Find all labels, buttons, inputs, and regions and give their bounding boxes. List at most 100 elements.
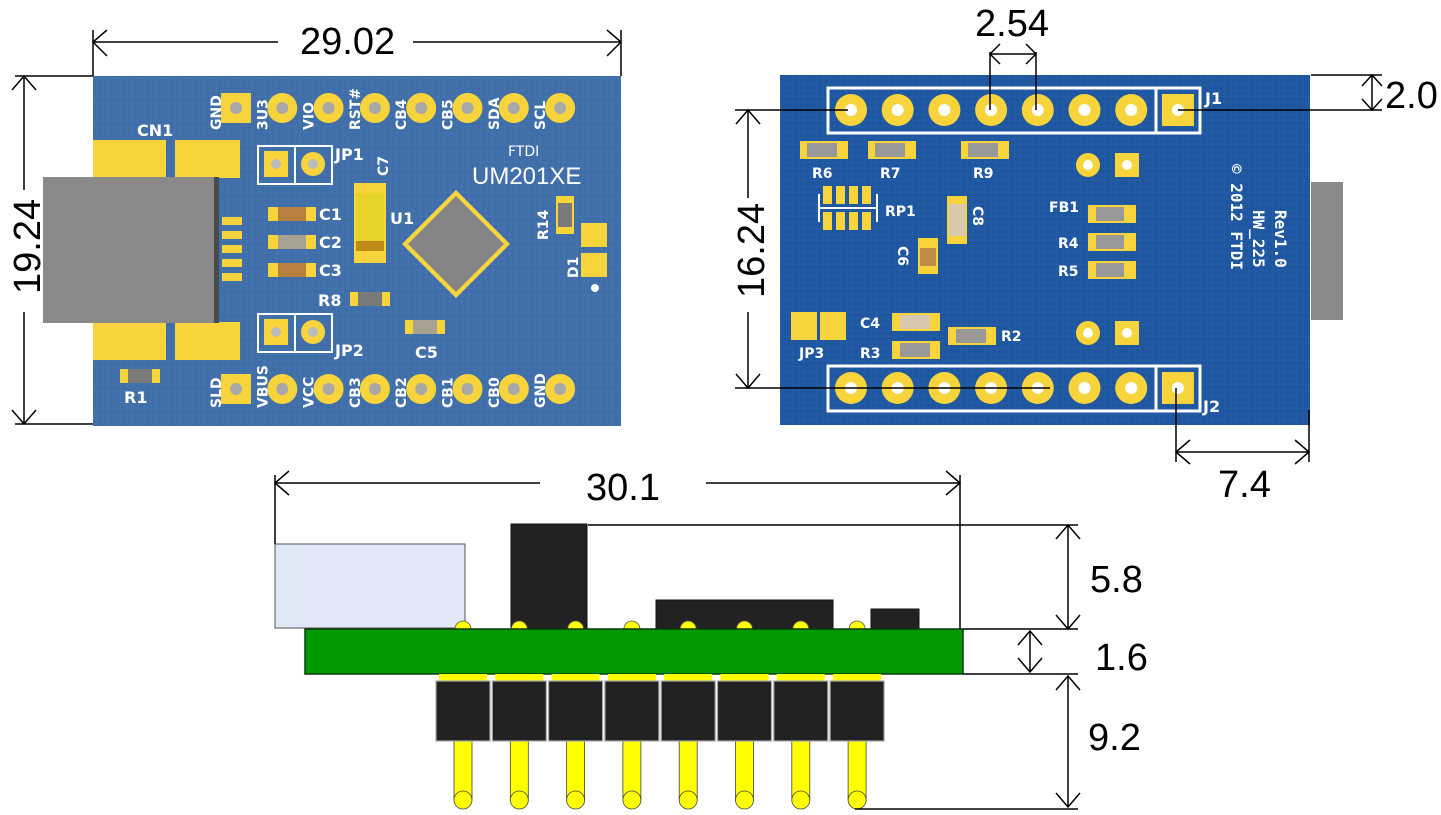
usb-signal-pads [222, 217, 242, 281]
dim-pin1-to-edge: 7.4 [1218, 464, 1271, 506]
header-housing [716, 680, 773, 742]
pin-label: 3U3 [255, 99, 271, 130]
c5-label: C5 [415, 343, 438, 362]
header-housing [773, 680, 829, 742]
pin-label: CB2 [394, 377, 410, 408]
rev-line-2: HW_225 [1249, 210, 1268, 268]
side-small-component [870, 608, 920, 630]
pin-label: GND [209, 95, 225, 130]
header-pin-tip [622, 790, 642, 810]
j2-pins [835, 372, 1194, 404]
header-pin-tip [509, 790, 529, 810]
j1-label: J1 [1204, 89, 1222, 108]
pin-hole [554, 383, 567, 395]
pin-collar [833, 674, 882, 681]
side-pcb [304, 628, 964, 675]
model-label: UM201XE [472, 163, 581, 190]
header-housing [491, 680, 547, 742]
jp2-label: JP2 [334, 341, 364, 360]
header-pin-tip [791, 790, 811, 810]
pin-label: VCC [302, 377, 318, 408]
capacitor-c3 [268, 263, 316, 277]
resistor-pack-rp1 [823, 186, 871, 230]
capacitor-c2 [268, 235, 316, 249]
jp3-label: JP3 [798, 346, 824, 362]
pin-hole [938, 104, 951, 116]
pin-hole [230, 102, 242, 114]
pin-label: CB0 [487, 377, 503, 408]
side-view-dimensions [273, 470, 1081, 810]
rp1-label: RP1 [885, 204, 916, 220]
c4-label: C4 [860, 316, 880, 332]
pin-hole [230, 383, 242, 395]
pin-hole [1125, 104, 1138, 116]
pin-hole [985, 104, 998, 116]
side-view [274, 523, 964, 810]
header-pin-tip [678, 790, 698, 810]
bottom-view: J1 J2 R6 R7 R9 RP1 C8 C6 [780, 75, 1343, 425]
pin-label: RST# [348, 88, 364, 130]
jp1-label: JP1 [334, 145, 364, 164]
header-pin-tip [735, 790, 754, 810]
pin-hole [461, 102, 474, 114]
pin-hole [415, 102, 428, 114]
dim-overall-length: 30.1 [586, 467, 660, 509]
c8-label: C8 [969, 206, 985, 226]
side-usb-connector [274, 543, 466, 629]
pin-hole [368, 383, 381, 395]
cn1-label: CN1 [137, 121, 173, 140]
cn1-pad [93, 322, 166, 360]
r9-label: R9 [973, 166, 994, 182]
pin-hole [554, 102, 567, 114]
pin-hole [322, 102, 335, 114]
pin-label: SDA [487, 97, 503, 130]
cn1-pad [175, 322, 240, 360]
pin-label: SCL [533, 101, 549, 130]
pin-label: CB5 [441, 99, 457, 130]
pin-hole [1125, 382, 1138, 394]
pin-hole [1171, 104, 1184, 116]
j1-pins [835, 94, 1194, 126]
pin-hole [322, 383, 335, 395]
rev-line-3: © 2012 FTDI [1227, 164, 1246, 270]
dim-header-spacing: 16.24 [731, 203, 773, 298]
bottom-view-dimensions [735, 43, 1383, 465]
rev-line-1: Rev1.0 [1271, 210, 1290, 268]
pin-hole [891, 104, 904, 116]
pin-collar [776, 674, 825, 681]
c1-label: C1 [319, 205, 342, 224]
pin-collar [495, 674, 544, 681]
pin-hole [507, 383, 520, 395]
header-pin-tip [453, 790, 473, 810]
pin-hole [276, 102, 289, 114]
pin-hole [415, 383, 428, 395]
pin-label: VIO [302, 102, 318, 130]
cn1-pad [93, 140, 166, 178]
c3-label: C3 [319, 261, 342, 280]
pin-label: GND [533, 373, 549, 408]
header-housing [435, 680, 491, 742]
r8-label: R8 [318, 291, 341, 310]
pin-hole [1078, 382, 1091, 394]
c6-label: C6 [894, 246, 910, 266]
j2-label: J2 [1202, 397, 1220, 416]
r2-label: R2 [1001, 329, 1022, 345]
side-header-pins [435, 674, 885, 810]
top-view-dimensions [11, 29, 623, 426]
dim-pcb-thickness: 1.6 [1095, 637, 1148, 679]
pin-collar [439, 674, 487, 681]
header-pin-tip [566, 790, 585, 810]
c2-label: C2 [319, 233, 342, 252]
u1-chip [402, 190, 510, 298]
pin-label: SLD [209, 377, 225, 408]
pin-collar [664, 674, 713, 681]
d1-label: D1 [566, 257, 582, 278]
header-housing [547, 680, 604, 742]
r14-label: R14 [536, 209, 552, 240]
r6-label: R6 [812, 166, 833, 182]
pin-label: CB3 [348, 377, 364, 408]
